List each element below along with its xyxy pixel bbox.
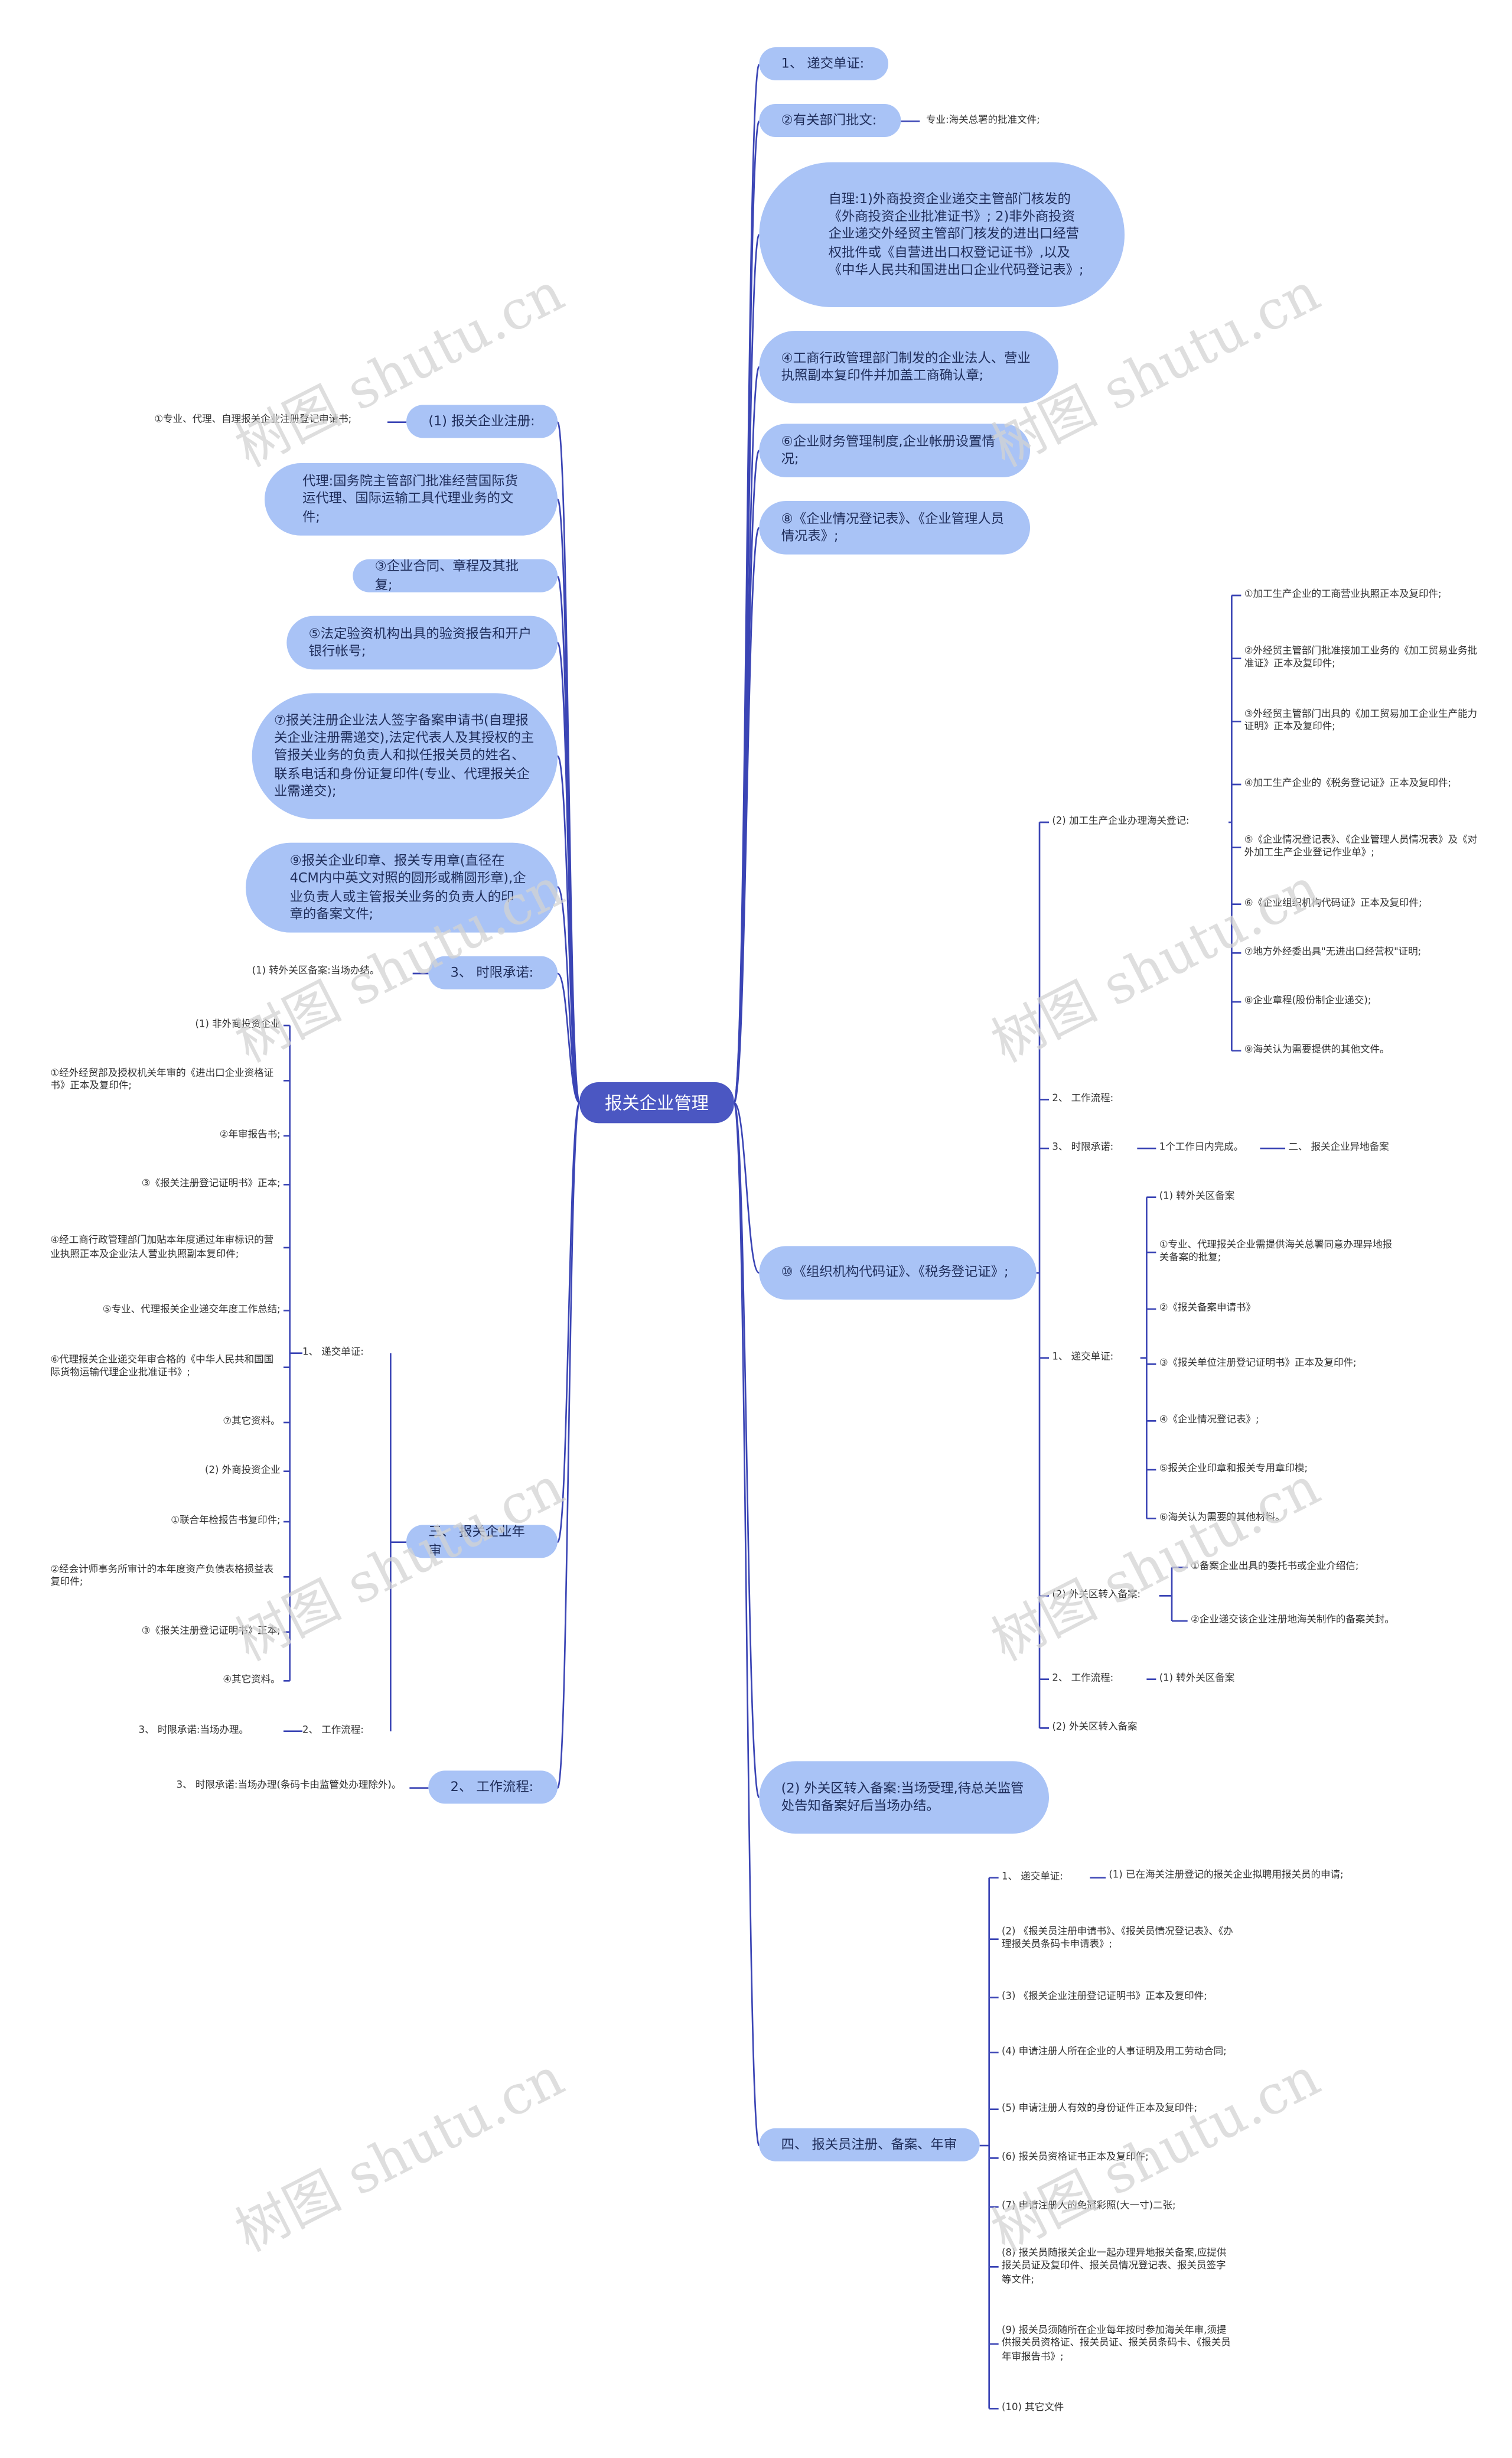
node-r7[interactable]: ⑩《组织机构代码证》、《税务登记证》; bbox=[759, 1246, 1037, 1300]
connector bbox=[733, 527, 760, 1104]
node-r2[interactable]: ②有关部门批文: bbox=[759, 104, 901, 138]
leaf-r7_5_1: ①备案企业出具的委托书或企业介绍信; bbox=[1191, 1561, 1359, 1572]
leaf-r9_4: (4) 申请注册人所在企业的人事证明及用工劳动合同; bbox=[1002, 2046, 1227, 2057]
connector bbox=[556, 886, 581, 1104]
leaf-r7_5: (2) 外关区转入备案: bbox=[1052, 1589, 1141, 1600]
leaf-r7_1_8: ⑧企业章程(股份制企业递交); bbox=[1244, 995, 1371, 1007]
node-r4[interactable]: ④工商行政管理部门制发的企业法人、营业执照副本复印件并加盖工商确认章; bbox=[759, 331, 1059, 403]
leaf-r7_4_1: (1) 转外关区备案 bbox=[1159, 1190, 1235, 1202]
leaf-r7_1_2: ②外经贸主管部门批准接加工业务的《加工贸易业务批准证》正本及复印件; bbox=[1244, 645, 1477, 670]
connector bbox=[556, 1102, 581, 1544]
leaf-l8_1_6: ⑤专业、代理报关企业递交年度工作总结; bbox=[102, 1304, 281, 1316]
connector bbox=[733, 234, 760, 1104]
leaf-r7_4_4: ③《报关单位注册登记证明书》正本及复印件; bbox=[1159, 1357, 1357, 1369]
leaf-l8_2a: 3、 时限承诺:当场办理。 bbox=[138, 1724, 249, 1736]
leaf-r9_2: (2) 《报关员注册申请书》、《报关员情况登记表》、《办理报关员条码卡申请表》; bbox=[1002, 1926, 1233, 1951]
leaf-r7_1_7: ⑦地方外经委出具"无进出口经营权"证明; bbox=[1244, 946, 1422, 958]
leaf-r7_4_5: ④《企业情况登记表》; bbox=[1159, 1414, 1259, 1425]
leaf-r7_6: 2、 工作流程: bbox=[1052, 1672, 1114, 1684]
leaf-r7_2: 2、 工作流程: bbox=[1052, 1093, 1114, 1104]
leaf-r9_9: (9) 报关员须随所在企业每年按时参加海关年审,须提供报关员资格证、报关员证、报… bbox=[1002, 2324, 1231, 2363]
node-r3[interactable]: 自理:1)外商投资企业递交主管部门核发的《外商投资企业批准证书》; 2)非外商投… bbox=[759, 162, 1125, 308]
leaf-r7_4_3: ②《报关备案申请书》 bbox=[1159, 1302, 1256, 1314]
node-r6[interactable]: ⑧《企业情况登记表》、《企业管理人员情况表》; bbox=[759, 501, 1031, 555]
leaf-r7_1_5: ⑤《企业情况登记表》、《企业管理人员情况表》及《对外加工生产企业登记作业单》; bbox=[1244, 834, 1477, 859]
leaf-l8_2: 2、 工作流程: bbox=[302, 1724, 364, 1736]
leaf-l8_1_10: ①联合年检报告书复印件; bbox=[171, 1515, 281, 1526]
leaf-l8_1_2: ①经外经贸部及授权机关年审的《进出口企业资格证书》正本及复印件; bbox=[50, 1067, 274, 1092]
node-l4[interactable]: ⑤法定验资机构出具的验资报告和开户银行帐号; bbox=[286, 616, 558, 670]
leaf-r9_6: (6) 报关员资格证书正本及复印件; bbox=[1002, 2151, 1149, 2163]
leaf-r7_4: 1、 递交单证: bbox=[1052, 1351, 1114, 1363]
leaf-r7_1_6: ⑥《企业组织机构代码证》正本及复印件; bbox=[1244, 897, 1422, 909]
leaf-l8_1_4: ③《报关注册登记证明书》正本; bbox=[141, 1178, 281, 1189]
leaf-r7_3b: 二、 报关企业异地备案 bbox=[1288, 1141, 1389, 1153]
connector bbox=[557, 972, 581, 1104]
leaf-r7_3: 3、 时限承诺: bbox=[1052, 1141, 1114, 1153]
leaf-r7_7: (2) 外关区转入备案 bbox=[1052, 1721, 1138, 1733]
leaf-l8_1_1: (1) 非外商投资企业 bbox=[195, 1018, 281, 1030]
root-node[interactable]: 报关企业管理 bbox=[579, 1082, 734, 1124]
leaf-l8_1_9: (2) 外商投资企业 bbox=[205, 1464, 281, 1476]
leaf-r7_6a: (1) 转外关区备案 bbox=[1159, 1672, 1235, 1684]
node-l9[interactable]: 2、 工作流程: bbox=[428, 1770, 558, 1804]
node-l2[interactable]: 代理:国务院主管部门批准经营国际货运代理、国际运输工具代理业务的文件; bbox=[265, 463, 558, 536]
leaf-r9_1: 1、 递交单证: bbox=[1002, 1871, 1063, 1883]
leaf-l8_1_8: ⑦其它资料。 bbox=[223, 1415, 281, 1427]
leaf-l9a: 3、 时限承诺:当场办理(条码卡由监管处办理除外)。 bbox=[176, 1779, 402, 1791]
leaf-l8_1: 1、 递交单证: bbox=[302, 1346, 364, 1358]
leaf-r9_3: (3) 《报关企业注册登记证明书》正本及复印件; bbox=[1002, 1991, 1207, 2002]
node-r1[interactable]: 1、 递交单证: bbox=[759, 47, 889, 81]
connector bbox=[733, 1102, 760, 1799]
node-r9[interactable]: 四、 报关员注册、备案、年审 bbox=[759, 2128, 980, 2161]
leaf-r9_8: (8) 报关员随报关企业一起办理异地报关备案,应提供报关员证及复印件、报关员情况… bbox=[1002, 2248, 1227, 2286]
leaf-r9_1a: (1) 已在海关注册登记的报关企业拟聘用报关员的申请; bbox=[1109, 1869, 1344, 1881]
node-l6[interactable]: ⑨报关企业印章、报关专用章(直径在4CM内中英文对照的圆形或椭圆形章),企业负责… bbox=[246, 842, 558, 933]
node-l3[interactable]: ③企业合同、章程及其批复; bbox=[353, 558, 558, 592]
leaf-r7_1_3: ③外经贸主管部门出具的《加工贸易加工企业生产能力证明》正本及复印件; bbox=[1244, 708, 1477, 733]
leaf-l8_1_12: ③《报关注册登记证明书》正本; bbox=[141, 1625, 281, 1637]
node-l1[interactable]: (1) 报关企业注册: bbox=[406, 405, 558, 438]
node-l5[interactable]: ⑦报关注册企业法人签字备案申请书(自理报关企业注册需递交),法定代表人及其授权的… bbox=[252, 693, 558, 819]
leaf-r9_5: (5) 申请注册人有效的身份证件正本及复印件; bbox=[1002, 2102, 1198, 2114]
leaf-l8_1_3: ②年审报告书; bbox=[219, 1129, 281, 1141]
node-r8[interactable]: (2) 外关区转入备案:当场受理,待总关监管处告知备案好后当场办结。 bbox=[759, 1761, 1050, 1834]
leaf-r9_10: (10) 其它文件 bbox=[1002, 2402, 1064, 2413]
leaf-r7_4_6: ⑤报关企业印章和报关专用章印模; bbox=[1159, 1463, 1308, 1474]
leaf-r2a: 专业:海关总署的批准文件; bbox=[926, 115, 1040, 126]
leaf-r7_1: (2) 加工生产企业办理海关登记: bbox=[1052, 815, 1190, 827]
leaf-l8_1_13: ④其它资料。 bbox=[223, 1674, 281, 1685]
leaf-r7_1_1: ①加工生产企业的工商营业执照正本及复印件; bbox=[1244, 588, 1442, 600]
leaf-r7_4_2: ①专业、代理报关企业需提供海关总署同意办理异地报关备案的批复; bbox=[1159, 1239, 1392, 1264]
connector bbox=[733, 1102, 760, 2147]
leaf-r7_4_7: ⑥海关认为需要的其他材料。 bbox=[1159, 1512, 1285, 1523]
leaf-r9_7: (7) 申请注册人的免冠彩照(大一寸)二张; bbox=[1002, 2200, 1176, 2212]
connector bbox=[733, 1102, 760, 1274]
leaf-r7_1_9: ⑨海关认为需要提供的其他文件。 bbox=[1244, 1044, 1390, 1056]
leaf-l8_1_11: ②经会计师事务所审计的本年度资产负债表格损益表复印件; bbox=[50, 1564, 274, 1588]
leaf-r7_5_2: ②企业递交该企业注册地海关制作的备案关封。 bbox=[1191, 1614, 1394, 1626]
leaf-l8_1_7: ⑥代理报关企业递交年审合格的《中华人民共和国国际货物运输代理企业批准证书》; bbox=[50, 1354, 274, 1379]
node-r5[interactable]: ⑥企业财务管理制度,企业帐册设置情况; bbox=[759, 424, 1031, 478]
node-l7[interactable]: 3、 时限承诺: bbox=[428, 956, 558, 989]
node-l8[interactable]: 三、 报关企业年审 bbox=[406, 1524, 558, 1558]
leaf-l8_1_5: ④经工商行政管理部门加贴本年度通过年审标识的营业执照正本及企业法人营业执照副本复… bbox=[50, 1235, 274, 1260]
leaf-l7a: (1) 转外关区备案:当场办结。 bbox=[252, 965, 380, 976]
leaf-l1a: ①专业、代理、自理报关企业注册登记申请书; bbox=[154, 414, 352, 425]
leaf-r7_3a: 1个工作日内完成。 bbox=[1159, 1141, 1244, 1153]
leaf-r7_1_4: ④加工生产企业的《税务登记证》正本及复印件; bbox=[1244, 777, 1452, 789]
connector bbox=[556, 1102, 581, 1789]
